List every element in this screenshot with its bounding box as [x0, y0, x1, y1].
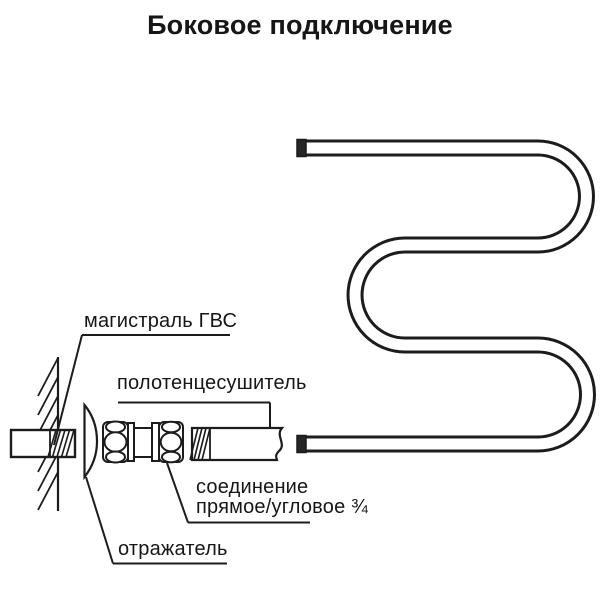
- page-title: Боковое подключение: [147, 10, 453, 40]
- towel-rail-serpentine: [296, 138, 596, 454]
- supply-pipe: [9, 428, 77, 459]
- connection-leader: [166, 462, 310, 524]
- label-connection-line1: соединение: [196, 476, 309, 498]
- fitting-nut-right: [158, 420, 184, 464]
- towel-rail-leader: [118, 401, 271, 428]
- label-supply-main: магистраль ГВС: [84, 310, 238, 332]
- rail-bottom-end-cap: [296, 434, 307, 454]
- label-reflector: отражатель: [118, 538, 228, 560]
- label-connection: соединение прямое/угловое ¾: [196, 476, 369, 518]
- label-connection-line2: прямое/угловое ¾: [196, 495, 369, 518]
- reflector-leader: [85, 476, 227, 565]
- rail-top-end-cap: [296, 138, 307, 158]
- supply-leader: [53, 334, 230, 446]
- reflector-escutcheon: [83, 401, 99, 481]
- supply-pipe-thread-hatch: [47, 429, 75, 458]
- rail-connection-stub: [189, 426, 285, 462]
- leader-lines: [53, 334, 310, 565]
- union-fitting: [102, 420, 184, 464]
- fitting-nut-left: [102, 420, 129, 464]
- fitting-body: [133, 427, 153, 458]
- fitting-washer-right: [151, 422, 160, 462]
- label-towel-rail: полотенцесушитель: [117, 372, 307, 394]
- stub-thread-hatch: [189, 427, 211, 461]
